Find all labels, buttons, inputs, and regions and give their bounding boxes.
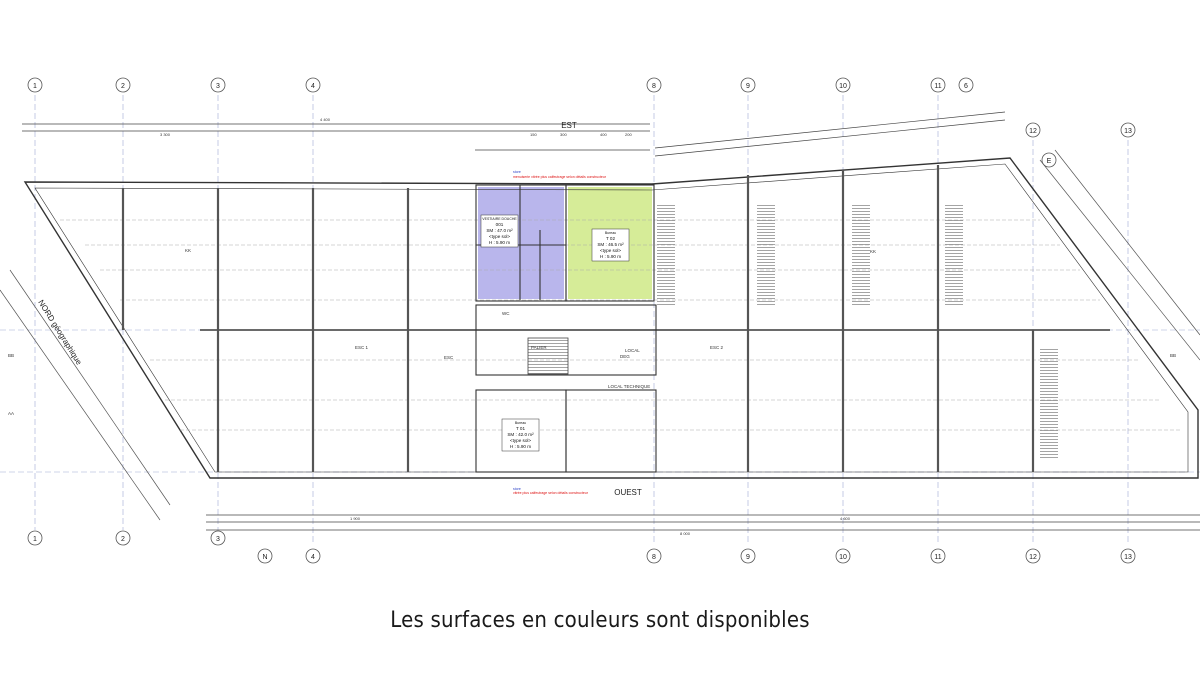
axis-top-8: 8: [652, 83, 656, 90]
zone-kk-right: KK: [870, 249, 876, 254]
zone-esc: ESC: [444, 355, 454, 360]
room-vestiaire-sm: SM : 47.0 m²: [486, 228, 513, 233]
dim-bottom-1: 1 900: [350, 516, 361, 521]
axis-top-10: 10: [839, 83, 847, 90]
dim-top-1: 3 300: [160, 132, 171, 137]
axis-top-11: 11: [934, 83, 941, 90]
label-palier: PALIER: [531, 345, 547, 350]
room-vestiaire-name: VESTIAIRE DOUCHE: [482, 217, 517, 221]
note-store-top: store: [513, 170, 521, 174]
room-t01-height: H : 5.90 m: [510, 444, 531, 449]
room-t02-name: Bureau: [605, 231, 616, 235]
room-vestiaire-id: 001: [496, 222, 504, 227]
axis-top-9: 9: [746, 83, 750, 90]
room-t02-sm: SM : 46.5 m²: [597, 242, 624, 247]
axis-bottom-13: 13: [1124, 554, 1132, 561]
dim-top-5: 200: [625, 132, 632, 137]
label-est: EST: [561, 121, 577, 130]
note-store-bottom: store: [513, 487, 521, 491]
axis-top-1: 1: [33, 83, 37, 90]
building-outline: [23, 157, 1199, 479]
section-aa-left: AA: [8, 411, 14, 416]
section-bb-left: BB: [8, 353, 14, 358]
section-bb-right: BB: [1170, 353, 1176, 358]
room-label-vestiaire: VESTIAIRE DOUCHE 001 SM : 47.0 m² <type …: [480, 214, 519, 248]
axis-top-13: 13: [1124, 128, 1132, 135]
zone-kk-left: KK: [185, 248, 191, 253]
dim-top-total: 4 400: [320, 117, 331, 122]
room-t02-floor: <type sol>: [600, 248, 622, 253]
axis-bottom-4: 4: [311, 554, 315, 561]
east-marker: E: [1047, 158, 1052, 165]
axis-bottom-1: 1: [33, 536, 37, 543]
dim-top-2: 150: [530, 132, 537, 137]
room-t02-height: H : 5.90 m: [600, 254, 621, 259]
axis-top-4: 4: [311, 83, 315, 90]
dim-top-3: 300: [560, 132, 567, 137]
room-t01-name: Bureau: [515, 421, 526, 425]
zone-esc1: ESC 1: [355, 345, 369, 350]
axis-bubbles-bottom: 1 2 3 N 4 8 9 10 11 12 13: [27, 530, 1136, 564]
zone-esc2: ESC 2: [710, 345, 724, 350]
room-vestiaire-floor: <type sol>: [489, 234, 511, 239]
label-ouest: OUEST: [614, 488, 642, 497]
note-red-bottom: vitrée plus calfeutrage selon détails co…: [513, 491, 589, 495]
label-local-technique: LOCAL TECHNIQUE: [608, 384, 650, 389]
label-local: LOCAL: [625, 348, 640, 353]
label-wc: WC: [502, 311, 510, 316]
axis-top-6: 6: [964, 83, 968, 90]
room-label-t01: Bureau T 01 SM : 42.0 m² <type sol> H : …: [501, 418, 540, 452]
axis-bottom-3: 3: [216, 536, 220, 543]
room-t02-id: T 02: [606, 236, 616, 241]
floor-plan-drawing: 3 300 150 300 400 200 4 400 1 900 4 600 …: [0, 77, 1200, 564]
axis-bottom-9: 9: [746, 554, 750, 561]
axis-bubbles-top: 1 2 3 4 8 9 10 11 6 12 13 E: [27, 77, 1136, 168]
room-vestiaire-height: H : 5.90 m: [489, 240, 510, 245]
axis-bottom-11: 11: [934, 554, 941, 561]
room-t01-id: T 01: [516, 426, 526, 431]
axis-bottom-10: 10: [839, 554, 847, 561]
label-deg: DEG: [620, 354, 630, 359]
label-nord: NORD géographique: [36, 298, 84, 367]
note-red-top: menuiserie vitrée plus calfeutrage selon…: [513, 175, 607, 179]
axis-bottom-12: 12: [1029, 554, 1037, 561]
axis-top-3: 3: [216, 83, 220, 90]
room-t01-sm: SM : 42.0 m²: [507, 432, 534, 437]
dim-bottom-total: 8 000: [680, 531, 691, 536]
caption-text: Les surfaces en couleurs sont disponible…: [390, 608, 810, 633]
axis-bottom-2: 2: [121, 536, 125, 543]
axis-top-2: 2: [121, 83, 125, 90]
room-t01-floor: <type sol>: [510, 438, 532, 443]
room-label-t02: Bureau T 02 SM : 46.5 m² <type sol> H : …: [591, 228, 630, 262]
axis-bottom-8: 8: [652, 554, 656, 561]
dim-bottom-2: 4 600: [840, 516, 851, 521]
dim-top-4: 400: [600, 132, 607, 137]
north-marker: N: [262, 554, 267, 561]
axis-top-12: 12: [1029, 128, 1037, 135]
